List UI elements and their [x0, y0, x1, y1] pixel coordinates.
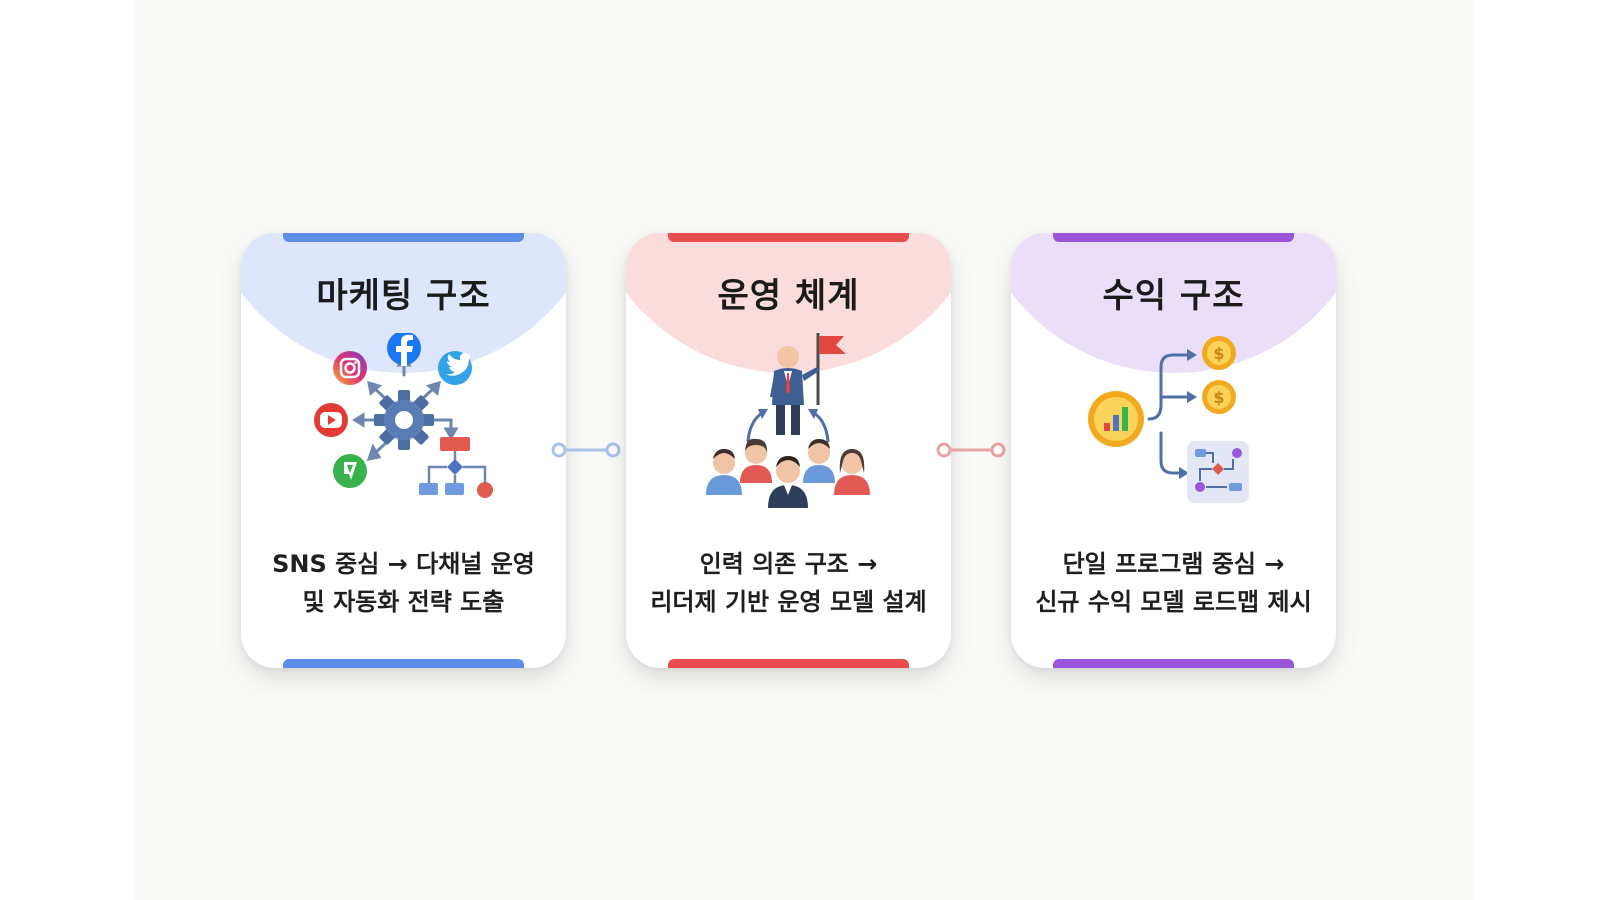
card-description: 단일 프로그램 중심 → 신규 수익 모델 로드맵 제시: [1021, 545, 1326, 621]
svg-text:$: $: [1213, 388, 1224, 407]
dollar-coin-icon: $: [1202, 336, 1236, 370]
card-title: 운영 체계: [717, 276, 860, 316]
team-member-icon: [706, 449, 742, 495]
revenue-branch-icon: $ $: [1088, 336, 1249, 503]
card-description-line1: 단일 프로그램 중심 →: [1062, 550, 1285, 578]
gear-icon: [374, 390, 434, 450]
instagram-icon: [333, 351, 367, 385]
connector-line: [551, 442, 621, 458]
dollar-coin-icon: $: [1202, 380, 1236, 414]
card-description-line2: 신규 수익 모델 로드맵 제시: [1035, 588, 1312, 616]
leader-team-icon: [706, 333, 870, 508]
marketing-network-icon: [314, 333, 493, 498]
card-description-line2: 및 자동화 전략 도출: [302, 588, 505, 616]
bar-chart-coin-icon: [1088, 391, 1144, 447]
twitter-icon: [438, 351, 472, 385]
green-messenger-icon: [333, 454, 367, 488]
card-description: SNS 중심 → 다채널 운영 및 자동화 전략 도출: [251, 545, 556, 621]
card-bottom-accent-bar: [1053, 659, 1294, 668]
youtube-icon: [314, 403, 348, 437]
card-top-accent-bar: [668, 233, 909, 242]
facebook-icon: [387, 333, 421, 366]
card-description: 인력 의존 구조 → 리더제 기반 운영 모델 설계: [636, 545, 941, 621]
card-description-line1: 인력 의존 구조 →: [699, 550, 878, 578]
leader-figure-icon: [770, 346, 819, 435]
team-member-icon: [740, 438, 772, 483]
card-operation-system: 운영 체계: [626, 233, 951, 668]
card-title: 마케팅 구조: [316, 276, 491, 316]
team-member-icon: [834, 449, 870, 495]
team-member-icon: [768, 456, 808, 508]
card-description-line1: SNS 중심 → 다채널 운영: [272, 550, 535, 578]
flowchart-icon: [419, 437, 493, 498]
process-roadmap-icon: [1187, 441, 1249, 503]
card-top-accent-bar: [1053, 233, 1294, 242]
card-title: 수익 구조: [1102, 276, 1245, 316]
card-revenue-structure: 수익 구조 $: [1011, 233, 1336, 668]
flag-icon: [816, 333, 846, 405]
team-member-icon: [803, 439, 835, 483]
card-top-accent-bar: [283, 233, 524, 242]
card-description-line2: 리더제 기반 운영 모델 설계: [650, 588, 927, 616]
svg-text:$: $: [1213, 344, 1224, 363]
card-bottom-accent-bar: [668, 659, 909, 668]
card-marketing-structure: 마케팅 구조: [241, 233, 566, 668]
card-bottom-accent-bar: [283, 659, 524, 668]
diagram-canvas: 마케팅 구조: [135, 0, 1475, 900]
connector-line: [936, 442, 1006, 458]
